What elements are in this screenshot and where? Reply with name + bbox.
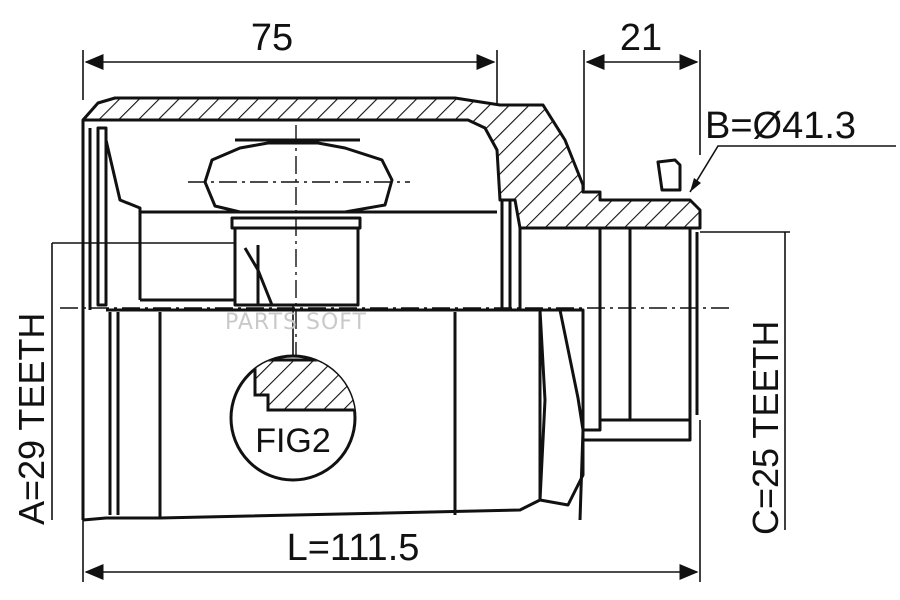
dimension-total-label: L=111.5 bbox=[287, 527, 420, 569]
dimension-c-spline: C=25 TEETH bbox=[700, 231, 790, 535]
centre-lines bbox=[60, 125, 730, 420]
dimension-75-label: 75 bbox=[251, 17, 293, 59]
dimension-a-spline: A=29 TEETH bbox=[11, 242, 235, 525]
housing-top-wall bbox=[81, 96, 702, 230]
spline-a-label: A=29 TEETH bbox=[11, 313, 52, 525]
fig2-detail: FIG2 bbox=[229, 305, 357, 482]
dimension-21-label: 21 bbox=[620, 17, 662, 59]
dimension-75: 75 bbox=[82, 17, 498, 110]
dimension-b-diameter: B=Ø41.3 bbox=[689, 105, 896, 193]
tripod-roller bbox=[140, 138, 497, 307]
joint-housing bbox=[81, 96, 702, 522]
dimension-b-label: B=Ø41.3 bbox=[705, 105, 856, 147]
fig2-label: FIG2 bbox=[255, 422, 331, 460]
watermark: PARTS SOFT bbox=[225, 310, 367, 335]
dimension-21: 21 bbox=[583, 17, 701, 190]
spline-c-label: C=25 TEETH bbox=[745, 321, 786, 535]
dimension-total-length: L=111.5 bbox=[82, 420, 701, 582]
